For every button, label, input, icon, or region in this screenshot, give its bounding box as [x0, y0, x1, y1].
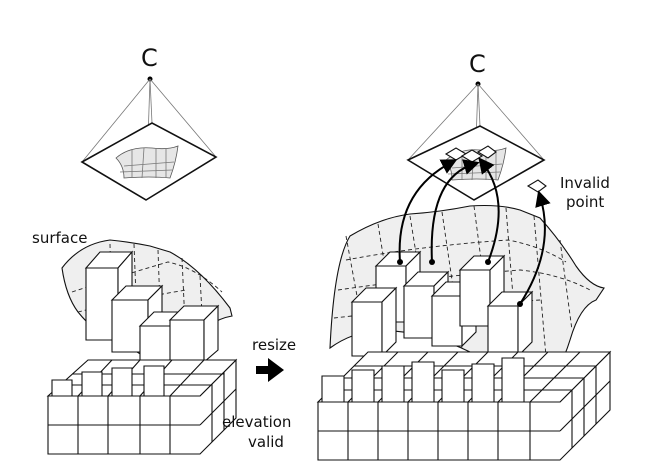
surface-label: surface: [32, 229, 88, 247]
projection-arrows: [397, 157, 551, 307]
invalid-label-line1: Invalid: [560, 174, 610, 192]
resize-arrow: [256, 358, 284, 382]
left-terrain: [46, 239, 238, 455]
invalid-point-marker: [526, 179, 547, 193]
elevation-label: elevation: [222, 413, 292, 431]
right-camera: [406, 81, 547, 201]
camera-label-right: C: [469, 50, 486, 78]
valid-label: valid: [248, 433, 284, 451]
camera-label-left: C: [141, 44, 158, 72]
invalid-label-line2: point: [566, 193, 605, 211]
left-camera: [80, 76, 218, 201]
resize-label: resize: [252, 336, 297, 354]
right-terrain: [316, 204, 612, 461]
